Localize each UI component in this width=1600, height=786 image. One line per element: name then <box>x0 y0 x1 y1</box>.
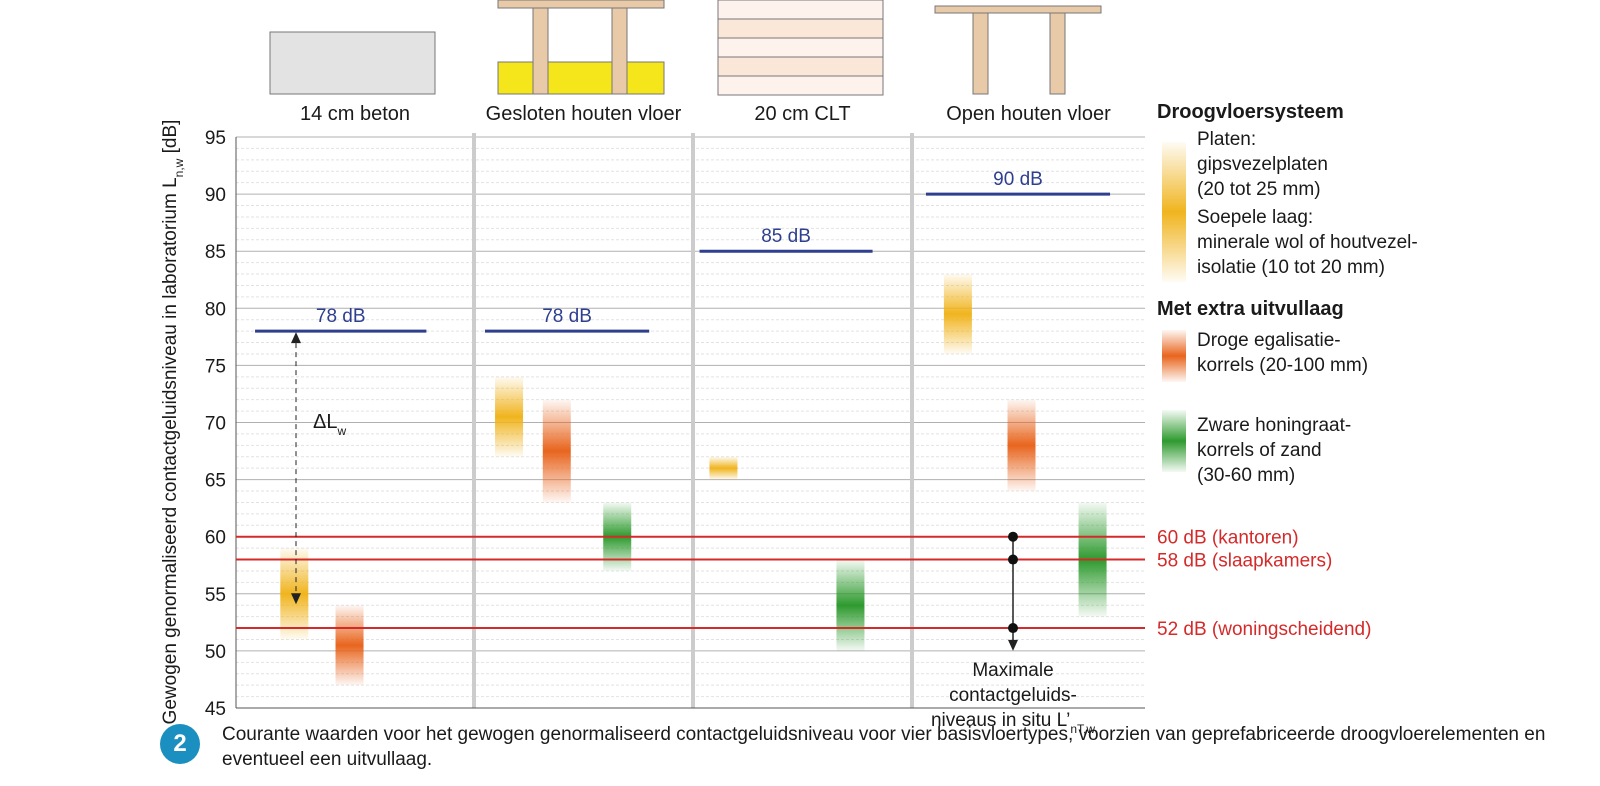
legend-text: Platen: <box>1197 129 1256 150</box>
y-tick-label: 80 <box>205 299 226 320</box>
reference-label: 90 dB <box>993 169 1043 190</box>
legend-swatch-green <box>1162 410 1186 472</box>
legend-text: (20 tot 25 mm) <box>1197 179 1321 200</box>
figure-number-badge: 2 <box>160 724 200 764</box>
legend-text: gipsvezelplaten <box>1197 154 1328 175</box>
top-board-icon <box>934 5 1102 14</box>
reference-label: 85 dB <box>761 226 811 247</box>
insitu-label-line: contactgeluids- <box>949 685 1077 706</box>
insitu-point <box>1008 554 1018 565</box>
y-tick-label: 65 <box>205 471 226 492</box>
legend-header-dry: Droogvloersysteem <box>1157 101 1344 123</box>
y-tick-label: 50 <box>205 642 226 663</box>
clt-layer-icon <box>717 0 884 20</box>
legend-swatch-orange <box>1162 330 1186 382</box>
threshold-label: 52 dB (woningscheidend) <box>1157 619 1371 640</box>
threshold-label: 60 dB (kantoren) <box>1157 528 1299 549</box>
caption-text: Courante waarden voor het gewogen genorm… <box>222 724 1546 770</box>
y-tick-label: 45 <box>205 699 226 720</box>
legend-text: korrels of zand <box>1197 440 1322 461</box>
top-board-icon <box>497 0 665 9</box>
insulation-fill-icon <box>497 61 665 95</box>
category-label: Open houten vloer <box>946 103 1111 125</box>
beam-icon <box>972 12 989 95</box>
insitu-point <box>1008 623 1018 634</box>
legend-text: isolatie (10 tot 20 mm) <box>1197 257 1385 278</box>
range-bar <box>542 399 571 503</box>
insitu-point <box>1008 531 1018 542</box>
insitu-label-line: Maximale <box>972 660 1053 681</box>
delta-label: ΔLw <box>313 411 346 438</box>
legend-text: Zware honingraat- <box>1197 415 1351 436</box>
range-bar <box>836 559 865 651</box>
delta-arrowhead-up <box>291 332 301 344</box>
legend-swatch-dry <box>1162 142 1186 282</box>
legend-text: Soepele laag: <box>1197 207 1313 228</box>
range-bar <box>943 274 972 354</box>
clt-layer-icon <box>717 75 884 96</box>
delta-arrowhead-down <box>291 593 301 605</box>
legend-text: minerale wol of houtvezel- <box>1197 232 1418 253</box>
category-label: 14 cm beton <box>300 103 410 125</box>
y-tick-label: 55 <box>205 585 226 606</box>
category-label: 20 cm CLT <box>754 103 850 125</box>
grid-layer: 45 50 55 60 65 70 75 80 85 90 95 Gewogen genormalis… <box>160 103 1145 724</box>
beam-icon <box>611 7 628 95</box>
legend-text: korrels (20-100 mm) <box>1197 355 1368 376</box>
legend-header-extra: Met extra uitvullaag <box>1157 298 1344 320</box>
range-bar <box>1007 399 1036 492</box>
concrete-slab-icon <box>269 31 436 95</box>
y-tick-label: 90 <box>205 185 226 206</box>
insitu-arrowhead <box>1008 639 1018 651</box>
threshold-label: 58 dB (slaapkamers) <box>1157 551 1332 572</box>
reference-lines: 60 dB (kantoren)58 dB (slaapkamers) 52 dB… <box>236 169 1371 640</box>
legend-text: Droge egalisatie- <box>1197 330 1341 351</box>
y-tick-label: 60 <box>205 528 226 549</box>
figure-caption: 2 Courante waarden voor het gewogen geno… <box>160 722 1580 782</box>
category-label: Gesloten houten vloer <box>486 103 682 125</box>
range-bar <box>709 456 738 480</box>
reference-label: 78 dB <box>542 306 592 327</box>
y-tick-label: 75 <box>205 356 226 377</box>
y-axis-label: Gewogen genormaliseerd contactgeluidsniv… <box>160 120 186 725</box>
range-bar <box>495 376 524 457</box>
floor-icons <box>269 0 1102 96</box>
beam-icon <box>532 7 549 95</box>
range-bar <box>335 605 364 686</box>
reference-label: 78 dB <box>316 306 366 327</box>
clt-layer-icon <box>717 56 884 77</box>
insitu-label-line: niveaus in situ L’nT,w <box>931 710 1095 736</box>
y-tick-label: 70 <box>205 414 226 435</box>
beam-icon <box>1049 12 1066 95</box>
legend-text: (30-60 mm) <box>1197 465 1295 486</box>
y-tick-label: 85 <box>205 242 226 263</box>
clt-layer-icon <box>717 18 884 39</box>
clt-layer-icon <box>717 37 884 58</box>
y-tick-label: 95 <box>205 128 226 149</box>
